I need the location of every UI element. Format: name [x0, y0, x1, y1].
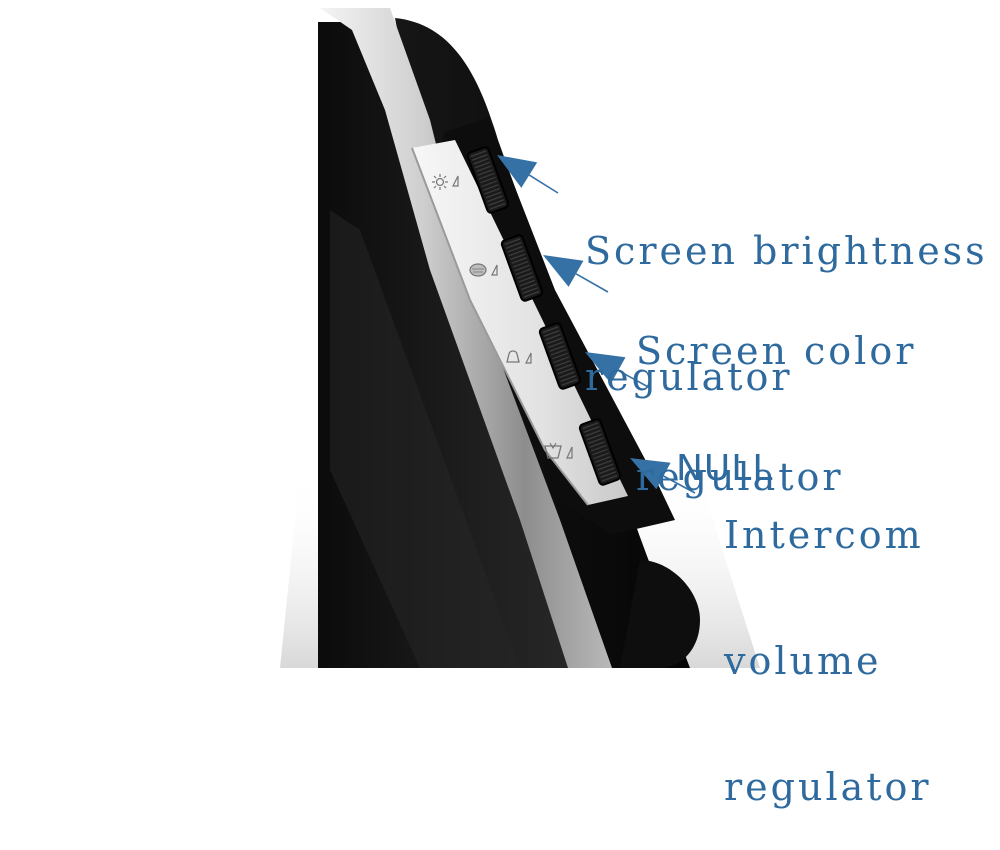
callout-arrow-line — [528, 174, 559, 194]
label-line: Screen brightness — [585, 229, 988, 273]
scroll-wheel[interactable] — [466, 146, 510, 214]
label-line: Intercom — [724, 513, 924, 557]
label-strip — [412, 140, 628, 505]
scroll-wheel-group — [466, 146, 622, 486]
scroll-wheel[interactable] — [500, 234, 544, 302]
label-line: regulator — [724, 765, 932, 809]
brightness-regulator-label: Screen brightness regulator — [585, 146, 988, 440]
rear-knob — [620, 560, 700, 668]
label-line: regulator — [636, 455, 844, 499]
callout-arrow-line — [575, 273, 609, 293]
callout-arrow-head — [630, 458, 671, 490]
scroll-wheel[interactable] — [538, 322, 582, 390]
device-side-view-photo — [280, 8, 760, 668]
label-line: Screen color — [636, 329, 917, 373]
callout-arrows — [497, 155, 696, 494]
callout-arrow-head — [497, 155, 538, 188]
label-line: NULL — [676, 448, 774, 489]
callout-arrow-head — [585, 352, 626, 384]
scroll-wheel[interactable] — [578, 418, 622, 486]
color-regulator-label: Screen color regulator — [636, 246, 916, 540]
strip-edge — [411, 147, 589, 506]
callout-arrow-line — [617, 369, 651, 389]
silver-frame — [320, 8, 612, 668]
color-palette-icon — [469, 263, 498, 277]
null-label: NULL — [676, 364, 773, 532]
intercom-volume-regulator-label: Intercom volume regulator — [724, 430, 932, 850]
label-line: volume — [724, 639, 882, 683]
bell-icon — [506, 350, 532, 364]
intercom-volume-icon — [544, 442, 573, 459]
label-line: regulator — [585, 355, 793, 399]
screen-reflection — [330, 210, 520, 668]
callout-arrow-head — [543, 255, 584, 287]
callout-arrow-line — [663, 475, 696, 494]
sun-brightness-icon — [432, 174, 459, 190]
